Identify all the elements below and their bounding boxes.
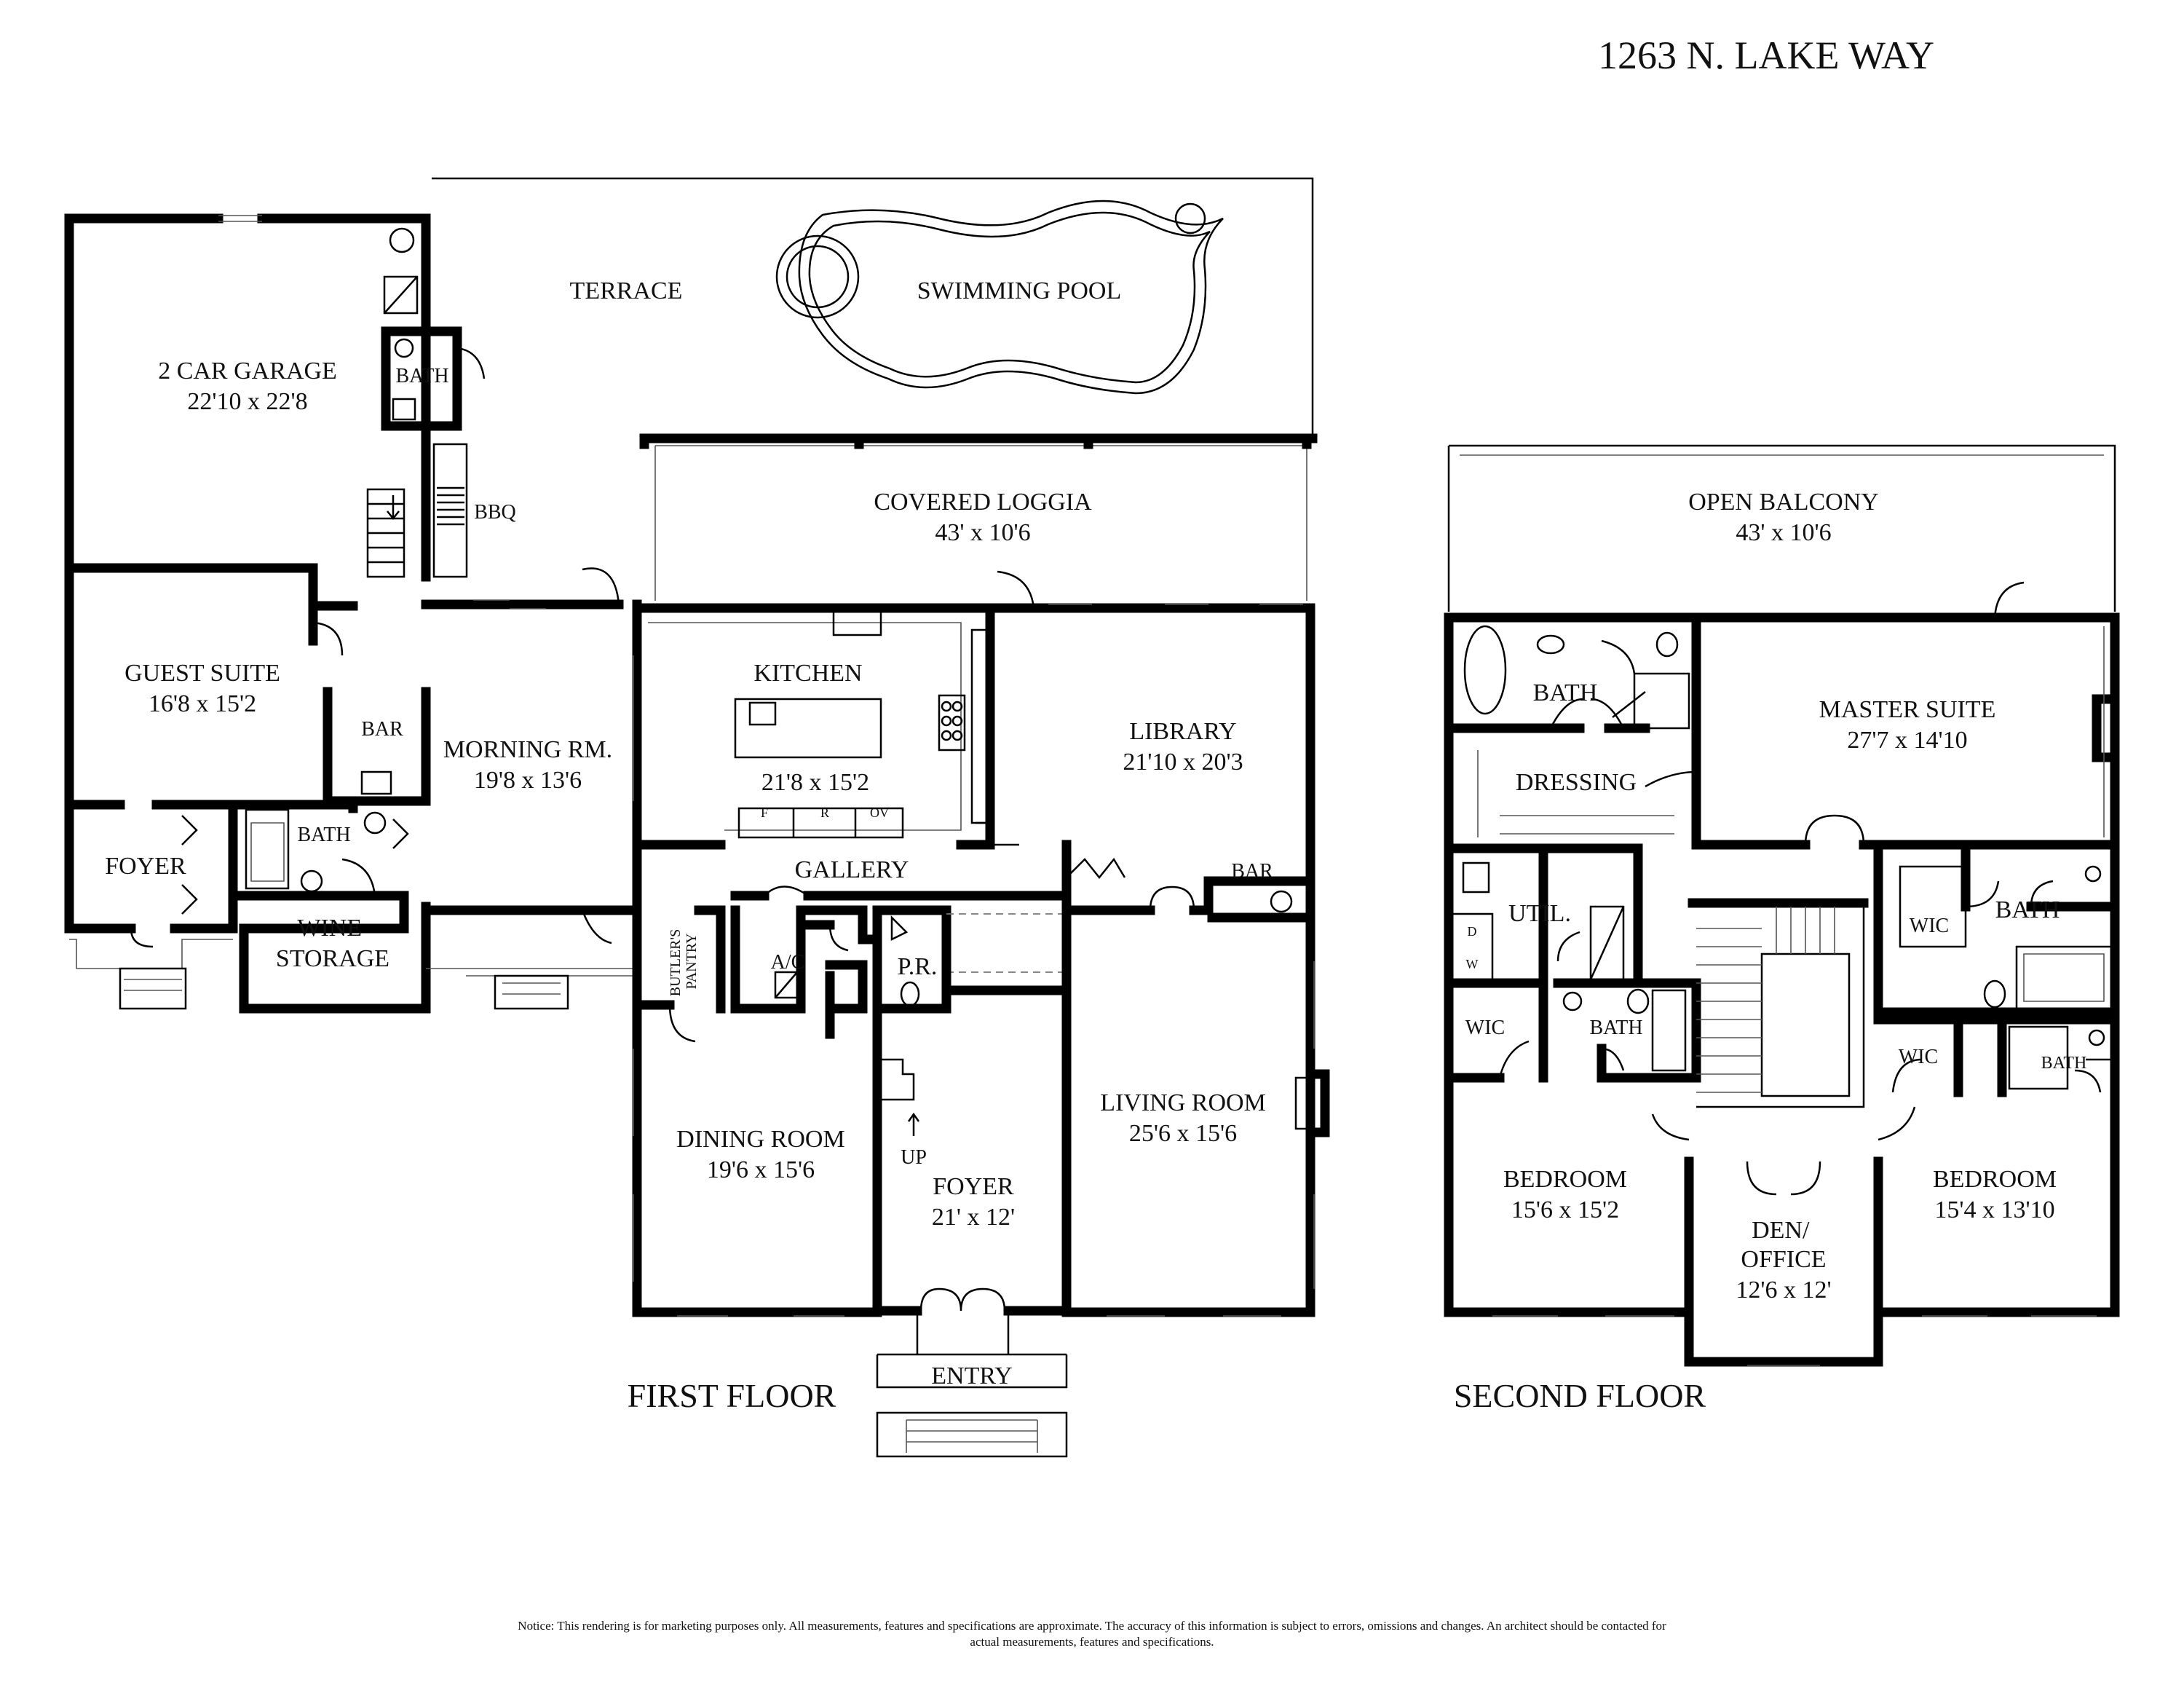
utility-label: UTIL. — [1508, 900, 1571, 927]
living-room-dim: 25'6 x 15'6 — [1129, 1120, 1237, 1147]
range-label: R — [820, 805, 829, 820]
first-floor-labels: 2 CAR GARAGE 22'10 x 22'8 TERRACE SWIMMI… — [105, 277, 1273, 1414]
second-floor-plan — [1444, 444, 2120, 1367]
loggia-label: COVERED LOGGIA — [874, 489, 1092, 516]
bath-right-label: BATH — [2041, 1054, 2087, 1073]
bbq-label: BBQ — [474, 501, 516, 524]
bedroom-right-dim: 15'4 x 13'10 — [1934, 1196, 2054, 1223]
powder-room-label: P.R. — [898, 953, 938, 980]
dryer-label: D — [1468, 924, 1477, 939]
morning-room-dim: 19'8 x 13'6 — [474, 767, 582, 794]
dining-room-label: DINING ROOM — [676, 1126, 844, 1153]
garage-bath-label: BATH — [395, 365, 448, 387]
garage-dim: 22'10 x 22'8 — [187, 388, 307, 415]
first-floor-plan — [64, 177, 1330, 1458]
disclaimer-notice: Notice: This rendering is for marketing … — [518, 1619, 1666, 1649]
bedroom-right-label: BEDROOM — [1933, 1166, 2057, 1193]
kitchen-dim: 21'8 x 15'2 — [761, 769, 869, 796]
terrace-label: TERRACE — [570, 277, 683, 304]
bar-label-guest: BAR — [361, 718, 403, 741]
terrace-outline — [432, 177, 1314, 438]
swimming-pool-outline — [798, 200, 1224, 395]
master-bath-2-label: BATH — [1995, 896, 2060, 923]
library-dim: 21'10 x 20'3 — [1123, 749, 1243, 776]
kitchen-label: KITCHEN — [753, 660, 862, 687]
ac-label: A/C — [771, 951, 805, 974]
entry-label: ENTRY — [931, 1362, 1012, 1389]
garage-label: 2 CAR GARAGE — [158, 358, 337, 384]
wic-right-label: WIC — [1899, 1046, 1938, 1068]
guest-bath-label: BATH — [297, 824, 350, 846]
dressing-label: DRESSING — [1516, 769, 1637, 796]
first-floor-title: FIRST FLOOR — [628, 1377, 836, 1414]
gallery-label: GALLERY — [795, 856, 909, 883]
living-room-label: LIVING ROOM — [1100, 1089, 1266, 1116]
wic-left-label: WIC — [1465, 1017, 1505, 1039]
master-bath-label: BATH — [1533, 679, 1598, 706]
bedroom-left-label: BEDROOM — [1503, 1166, 1627, 1193]
guest-suite-dim: 16'8 x 15'2 — [149, 690, 256, 717]
master-suite-label: MASTER SUITE — [1819, 696, 1996, 723]
guest-suite-label: GUEST SUITE — [124, 660, 280, 687]
second-floor-labels: OPEN BALCONY 43' x 10'6 BATH MASTER SUIT… — [1454, 489, 2087, 1414]
dining-room-dim: 19'6 x 15'6 — [707, 1156, 815, 1183]
wine-storage-label: WINE STORAGE — [276, 915, 389, 972]
master-suite-dim: 27'7 x 14'10 — [1847, 727, 1967, 754]
entry-foyer-label: FOYER — [933, 1173, 1014, 1200]
loggia-dim: 43' x 10'6 — [935, 519, 1030, 546]
butlers-pantry-label: BUTLER'S PANTRY — [668, 926, 700, 997]
balcony-label: OPEN BALCONY — [1688, 489, 1879, 516]
pool-label: SWIMMING POOL — [917, 277, 1122, 304]
entry-foyer-dim: 21' x 12' — [932, 1204, 1015, 1231]
balcony-dim: 43' x 10'6 — [1736, 519, 1831, 546]
bedroom-left-dim: 15'6 x 15'2 — [1511, 1196, 1619, 1223]
wic-master-label: WIC — [1910, 915, 1949, 937]
library-bar-label: BAR — [1231, 860, 1273, 883]
den-office-label: DEN/ OFFICE — [1741, 1217, 1826, 1273]
property-title: 1263 N. LAKE WAY — [1598, 33, 1934, 77]
library-label: LIBRARY — [1129, 718, 1236, 745]
bath-middle-label: BATH — [1589, 1017, 1642, 1039]
stair-up-label: UP — [901, 1146, 927, 1169]
fridge-label: F — [761, 805, 768, 820]
morning-room-label: MORNING RM. — [443, 736, 612, 763]
guest-foyer-label: FOYER — [105, 853, 186, 880]
washer-label: W — [1466, 957, 1479, 971]
oven-label: OV — [870, 805, 889, 820]
den-office-dim: 12'6 x 12' — [1736, 1277, 1831, 1304]
second-floor-title: SECOND FLOOR — [1454, 1377, 1706, 1414]
